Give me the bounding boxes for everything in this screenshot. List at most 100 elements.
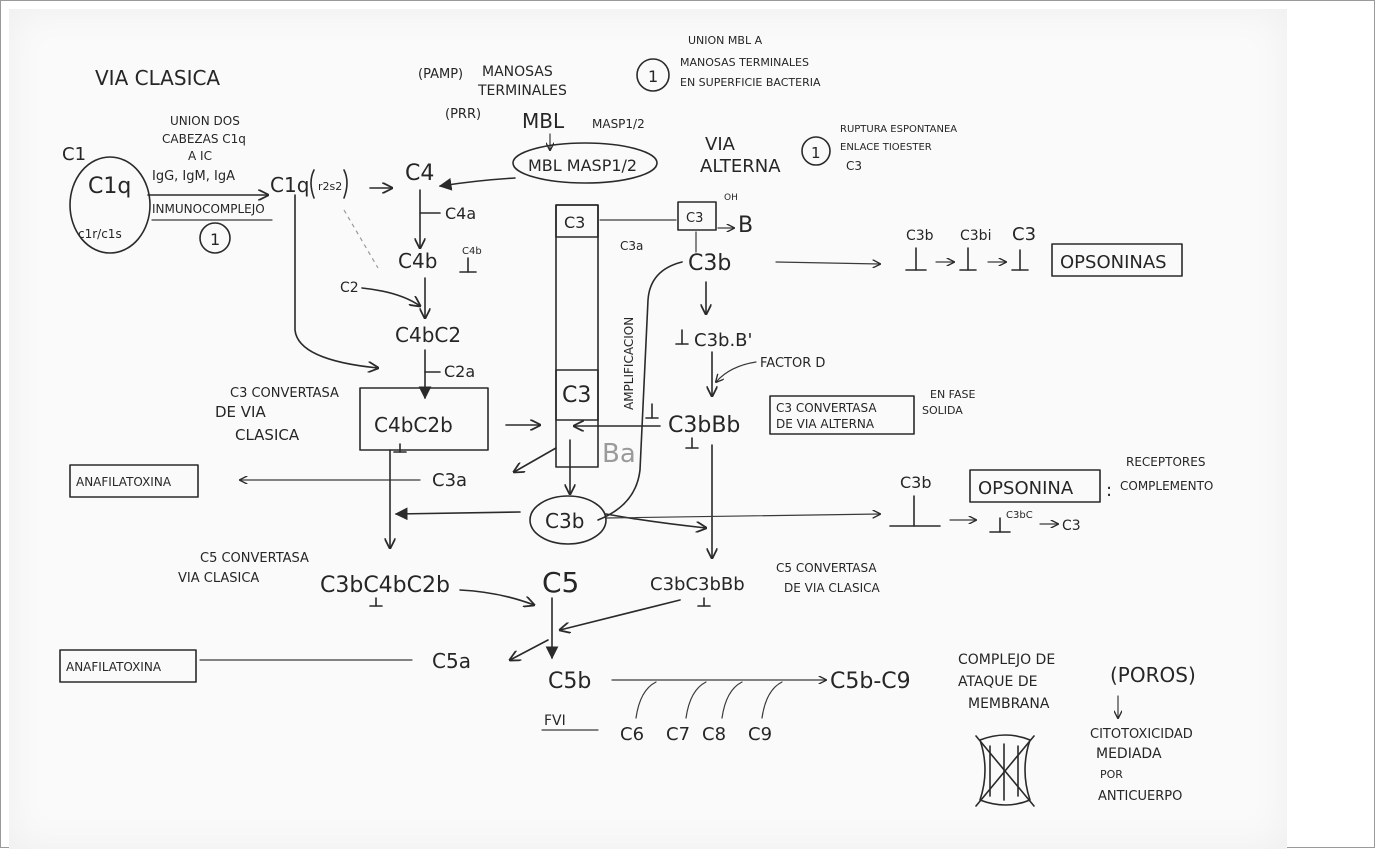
citotox-3: POR (1100, 768, 1123, 781)
chain-c3bi-label: C3bi (960, 228, 991, 244)
c3bc4bc2b-label: C3bC4bC2b (320, 573, 450, 598)
fase-solida-1: EN FASE (930, 388, 976, 401)
c5-label: C5 (542, 566, 579, 599)
anafilatoxina-box-2 (59, 649, 197, 683)
step-1-circle-mbl (636, 58, 670, 92)
c3-small-box-label: C3 (686, 211, 703, 226)
fvi-label: FVI (544, 713, 566, 729)
citotox-2: MEDIADA (1096, 746, 1162, 762)
c3-convertasa-alterna-2: DE VIA ALTERNA (776, 417, 875, 431)
c3bc-label: C3bC (1006, 510, 1033, 521)
c1r-c1s-label: c1r/c1s (78, 227, 122, 241)
ba-label: Ba (602, 439, 636, 469)
c3-convertasa-clasica-2: DE VIA (215, 403, 266, 421)
masp-label: MASP1/2 (592, 117, 645, 131)
c4a-label: C4a (445, 204, 476, 223)
c4bc2-label: C4bC2 (395, 323, 461, 347)
c8-label: C8 (702, 724, 726, 745)
c4bc2b-label: C4bC2b (374, 413, 453, 437)
terminales-label: TERMINALES (477, 83, 567, 99)
oh-label: OH (724, 193, 738, 203)
inmunocomplejo-label: INMUNOCOMPLEJO (152, 202, 265, 216)
mbl-masp-oval-label: MBL MASP1/2 (528, 156, 637, 175)
c6-label: C6 (620, 724, 644, 745)
c5-convertasa-alterna-2: DE VIA CLASICA (784, 581, 880, 595)
step-1-number-alt: 1 (811, 144, 821, 162)
c7-label: C7 (666, 724, 690, 745)
pamp-label: (PAMP) (418, 67, 463, 82)
c5a-label: C5a (432, 649, 471, 673)
mac-3: MEMBRANA (968, 696, 1050, 712)
c4b-small-label: C4b (462, 246, 482, 257)
c3a-small-label: C3a (620, 239, 643, 253)
c3b-b-label: C3b.B' (694, 330, 752, 351)
c3-mid-label: C3 (562, 383, 591, 408)
fase-solida-2: SOLIDA (922, 404, 963, 417)
citotox-4: ANTICUERPO (1098, 789, 1182, 804)
c3a-left-label: C3a (432, 470, 467, 491)
mbl-masp-oval (512, 142, 658, 184)
union-mbl-3: EN SUPERFICIE BACTERIA (680, 76, 821, 89)
mac-1: COMPLEJO DE (958, 652, 1055, 668)
ruptura-2: ENLACE TIOESTER (840, 142, 932, 153)
c5-convertasa-clasica-1: C5 CONVERTASA (200, 551, 309, 566)
cabezas-label: CABEZAS C1q (162, 132, 246, 146)
c3bc3bbb-label: C3bC3bBb (650, 574, 745, 595)
c5-convertasa-alterna-1: C5 CONVERTASA (776, 561, 877, 575)
via-alterna-2: ALTERNA (700, 156, 781, 177)
c1-label: C1 (62, 144, 86, 165)
c5b-c9-label: C5b-C9 (830, 669, 911, 694)
c3-end-label: C3 (1062, 518, 1081, 534)
c1q-activated-label: C1q (270, 173, 309, 197)
amplificacion-label: AMPLIFICACION (622, 317, 636, 410)
receptores-1: RECEPTORES (1126, 455, 1205, 469)
c3-mid-box (555, 369, 599, 421)
citotox-1: CITOTOXICIDAD (1090, 727, 1193, 742)
r2s2-label: r2s2 (318, 180, 342, 193)
c1-complex-oval (69, 156, 151, 254)
c4bc2b-box (359, 387, 489, 451)
opsonina-box (969, 469, 1101, 503)
c2a-label: C2a (444, 362, 475, 381)
poros-label: (POROS) (1110, 663, 1196, 687)
via-clasica-title: VIA CLASICA (95, 66, 220, 90)
prr-label: (PRR) (445, 107, 481, 122)
chain-c3-label: C3 (1012, 224, 1036, 245)
anafilatoxina-box-1 (69, 464, 199, 498)
factor-d-label: FACTOR D (760, 356, 825, 371)
c3b-center-label: C3b (545, 509, 584, 533)
membrane-pore-sketch (975, 734, 1035, 807)
svg-text::: : (1106, 480, 1112, 501)
c3-small-box (677, 201, 717, 231)
mac-2: ATAQUE DE (958, 674, 1037, 690)
opsoninas-label: OPSONINAS (1060, 252, 1167, 273)
igs-label: IgG, IgM, IgA (152, 169, 235, 184)
c3b-right-label: C3b (900, 473, 932, 492)
union-mbl-1: UNION MBL A (688, 34, 763, 47)
c5-convertasa-clasica-2: VIA CLASICA (178, 571, 259, 586)
c3-convertasa-alterna-box (769, 395, 915, 435)
c4b-label: C4b (398, 249, 437, 273)
via-alterna-1: VIA (705, 134, 736, 155)
step-1-circle-alt (801, 136, 831, 166)
opsonina-label: OPSONINA (978, 478, 1074, 499)
union-mbl-2: MANOSAS TERMINALES (680, 56, 809, 69)
opsoninas-box (1051, 243, 1183, 277)
c5b-label: C5b (548, 669, 591, 694)
manosas-label: MANOSAS (482, 64, 553, 80)
chain-c3b-label: C3b (906, 228, 934, 244)
step-1-number-left: 1 (210, 230, 220, 249)
c4-label: C4 (405, 161, 434, 186)
ruptura-1: RUPTURA ESPONTANEA (840, 124, 957, 135)
c3-convertasa-clasica-3: CLASICA (235, 426, 300, 444)
c3-convertasa-clasica-1: C3 CONVERTASA (230, 386, 339, 401)
ruptura-3: C3 (846, 159, 862, 173)
c3-top-box (555, 204, 599, 238)
b-factor-label: B (738, 213, 753, 238)
receptores-2: COMPLEMENTO (1120, 479, 1213, 493)
c2-label: C2 (340, 280, 359, 296)
union-dos-label: UNION DOS (170, 114, 240, 128)
c3-convertasa-alterna-1: C3 CONVERTASA (776, 401, 877, 415)
